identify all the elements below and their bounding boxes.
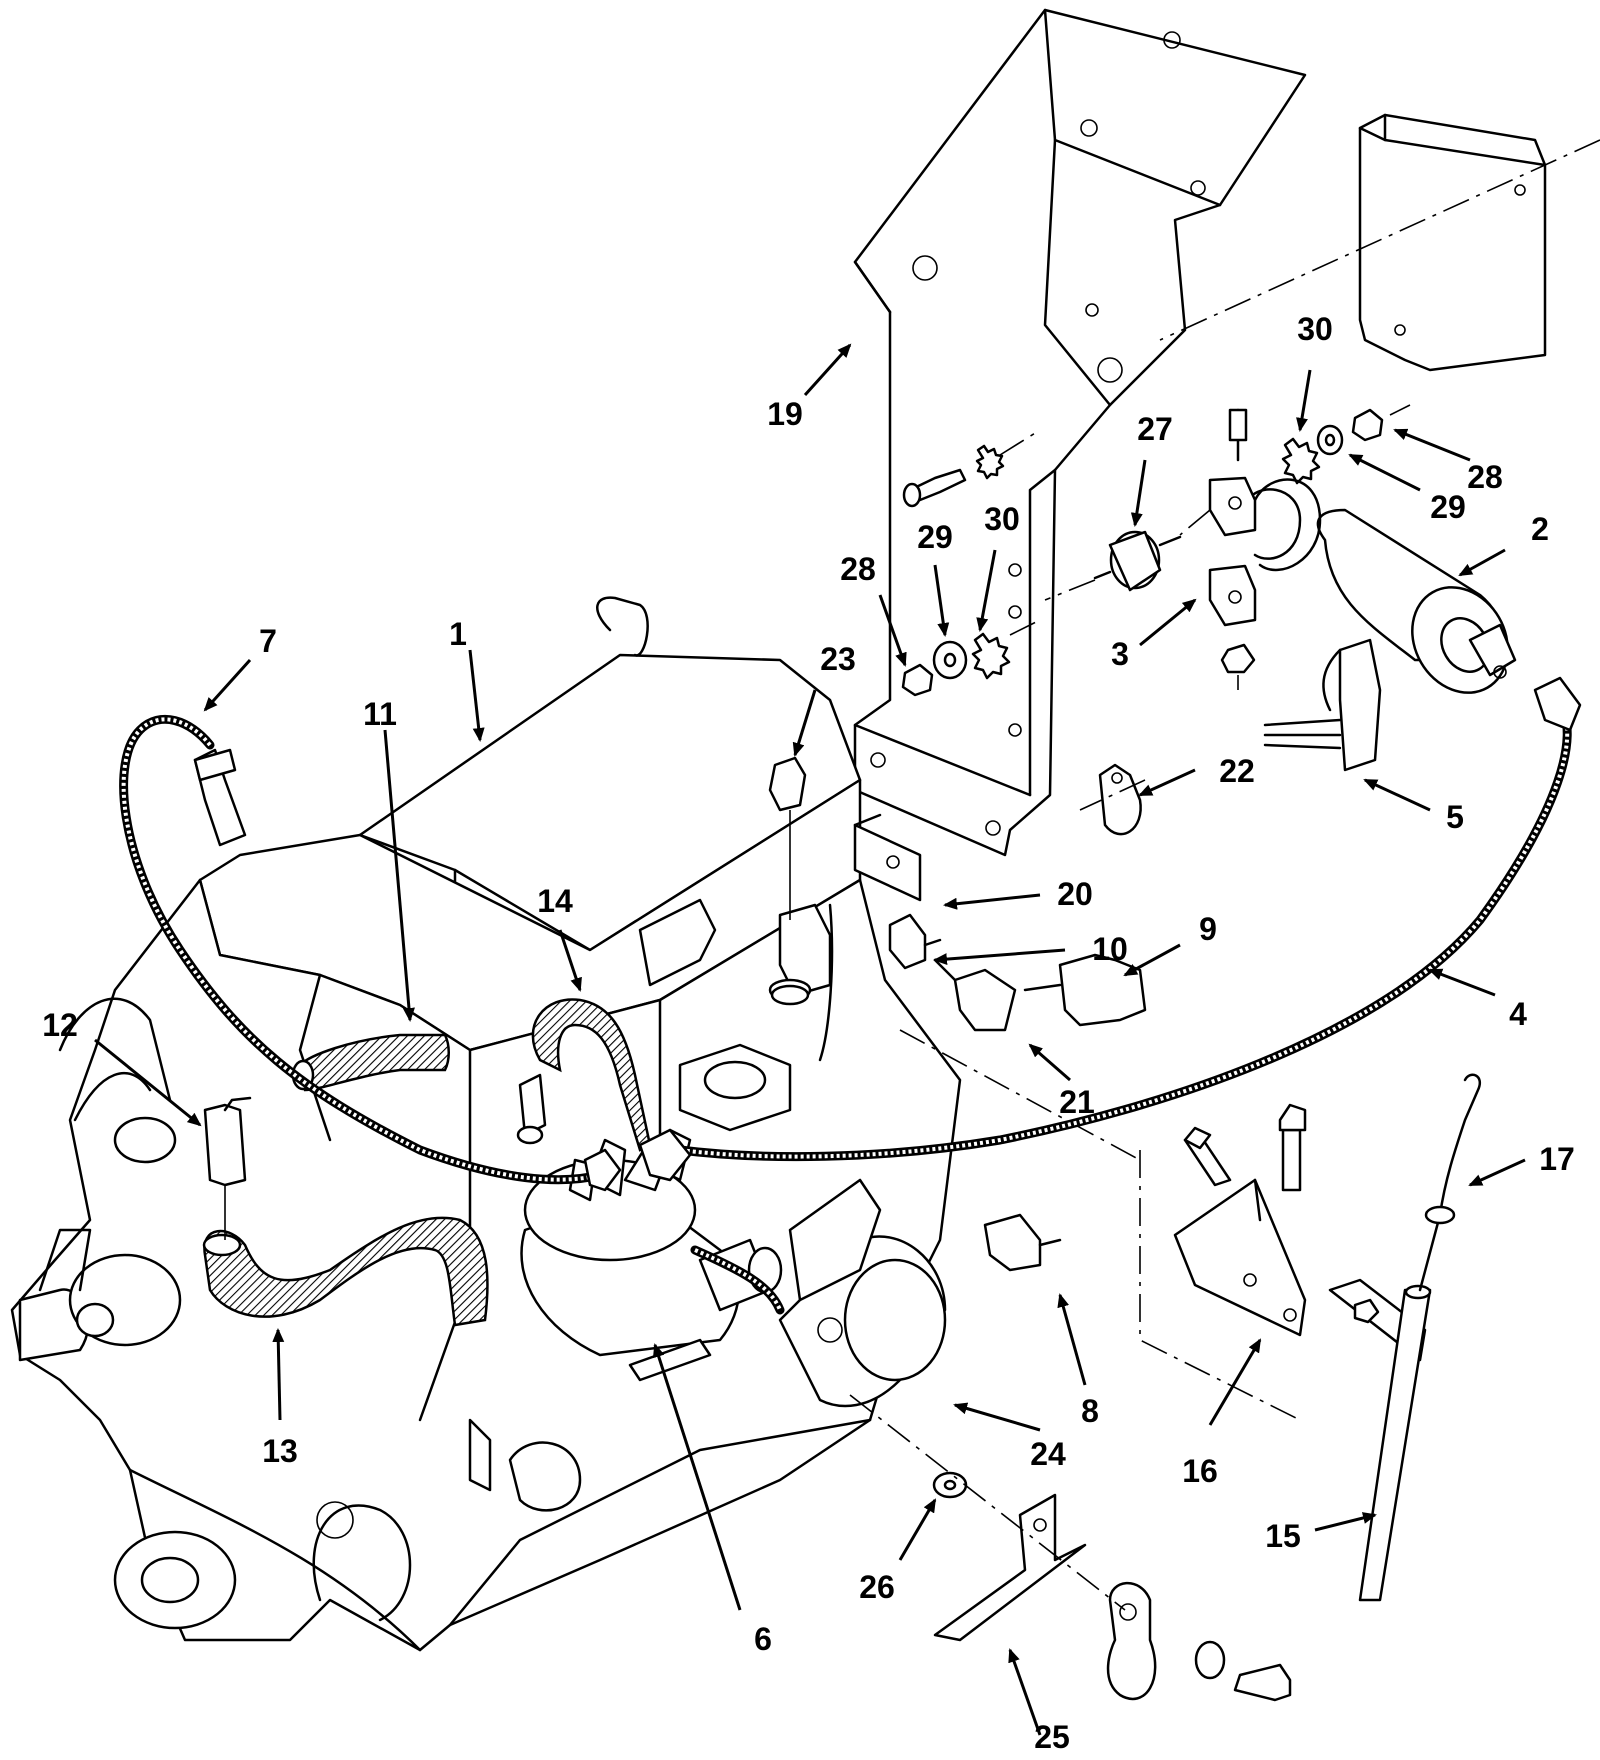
callout-3: 3 bbox=[1111, 636, 1129, 672]
spark-plug-wires bbox=[119, 676, 1582, 1315]
callout-25: 25 bbox=[1034, 1719, 1070, 1755]
wire-connector bbox=[1263, 638, 1382, 772]
callout-5: 5 bbox=[1446, 799, 1464, 835]
callout-12: 12 bbox=[42, 1007, 78, 1043]
callout-16: 16 bbox=[1182, 1453, 1218, 1489]
callout-9: 9 bbox=[1199, 911, 1217, 947]
control-module-box bbox=[1159, 113, 1600, 372]
sensor-fittings bbox=[888, 913, 1147, 1272]
callout-1: 1 bbox=[449, 616, 467, 652]
callout-4: 4 bbox=[1509, 996, 1527, 1032]
throttle-cable bbox=[1358, 1073, 1481, 1602]
callout-7: 7 bbox=[259, 623, 277, 659]
ignition-coil bbox=[1316, 508, 1517, 694]
callout-28b: 28 bbox=[1467, 459, 1503, 495]
callout-24: 24 bbox=[1030, 1436, 1066, 1472]
callout-14: 14 bbox=[537, 883, 573, 919]
callout-29a: 29 bbox=[917, 519, 953, 555]
mounting-bracket bbox=[853, 8, 1307, 857]
top-fitting bbox=[768, 756, 810, 1006]
callout-19: 19 bbox=[767, 396, 803, 432]
callout-29b: 29 bbox=[1430, 489, 1466, 525]
callout-17: 17 bbox=[1539, 1141, 1575, 1177]
cable-clip bbox=[1079, 763, 1146, 836]
coil-clamp bbox=[1208, 408, 1322, 690]
throttle-bracket bbox=[1173, 1103, 1427, 1362]
rubber-mount bbox=[1044, 509, 1211, 601]
callout-10: 10 bbox=[1092, 931, 1128, 967]
callout-21: 21 bbox=[1059, 1084, 1095, 1120]
callout-30a: 30 bbox=[984, 501, 1020, 537]
callout-11: 11 bbox=[363, 696, 397, 732]
spacer-block bbox=[853, 813, 922, 902]
bracket-screw bbox=[902, 429, 1041, 508]
callout-13: 13 bbox=[262, 1433, 298, 1469]
hose-fittings bbox=[193, 748, 252, 1240]
callout-22: 22 bbox=[1219, 753, 1255, 789]
callout-8: 8 bbox=[1081, 1393, 1099, 1429]
callout-2: 2 bbox=[1531, 511, 1549, 547]
callout-30b: 30 bbox=[1297, 311, 1333, 347]
callout-6: 6 bbox=[754, 1621, 772, 1657]
callout-27: 27 bbox=[1137, 411, 1173, 447]
hardware-left bbox=[901, 619, 1041, 697]
callout-23: 23 bbox=[820, 641, 856, 677]
starter-hardware bbox=[849, 1394, 1292, 1702]
callout-labels: 1 2 3 4 5 6 7 8 9 10 11 12 13 14 15 16 1… bbox=[42, 311, 1575, 1755]
callout-26: 26 bbox=[859, 1569, 895, 1605]
callout-28a: 28 bbox=[840, 551, 876, 587]
hoses bbox=[202, 998, 652, 1327]
callout-arrows bbox=[94, 343, 1526, 1736]
callout-20: 20 bbox=[1057, 876, 1093, 912]
hardware-upper bbox=[1281, 404, 1411, 485]
callout-15: 15 bbox=[1265, 1518, 1301, 1554]
